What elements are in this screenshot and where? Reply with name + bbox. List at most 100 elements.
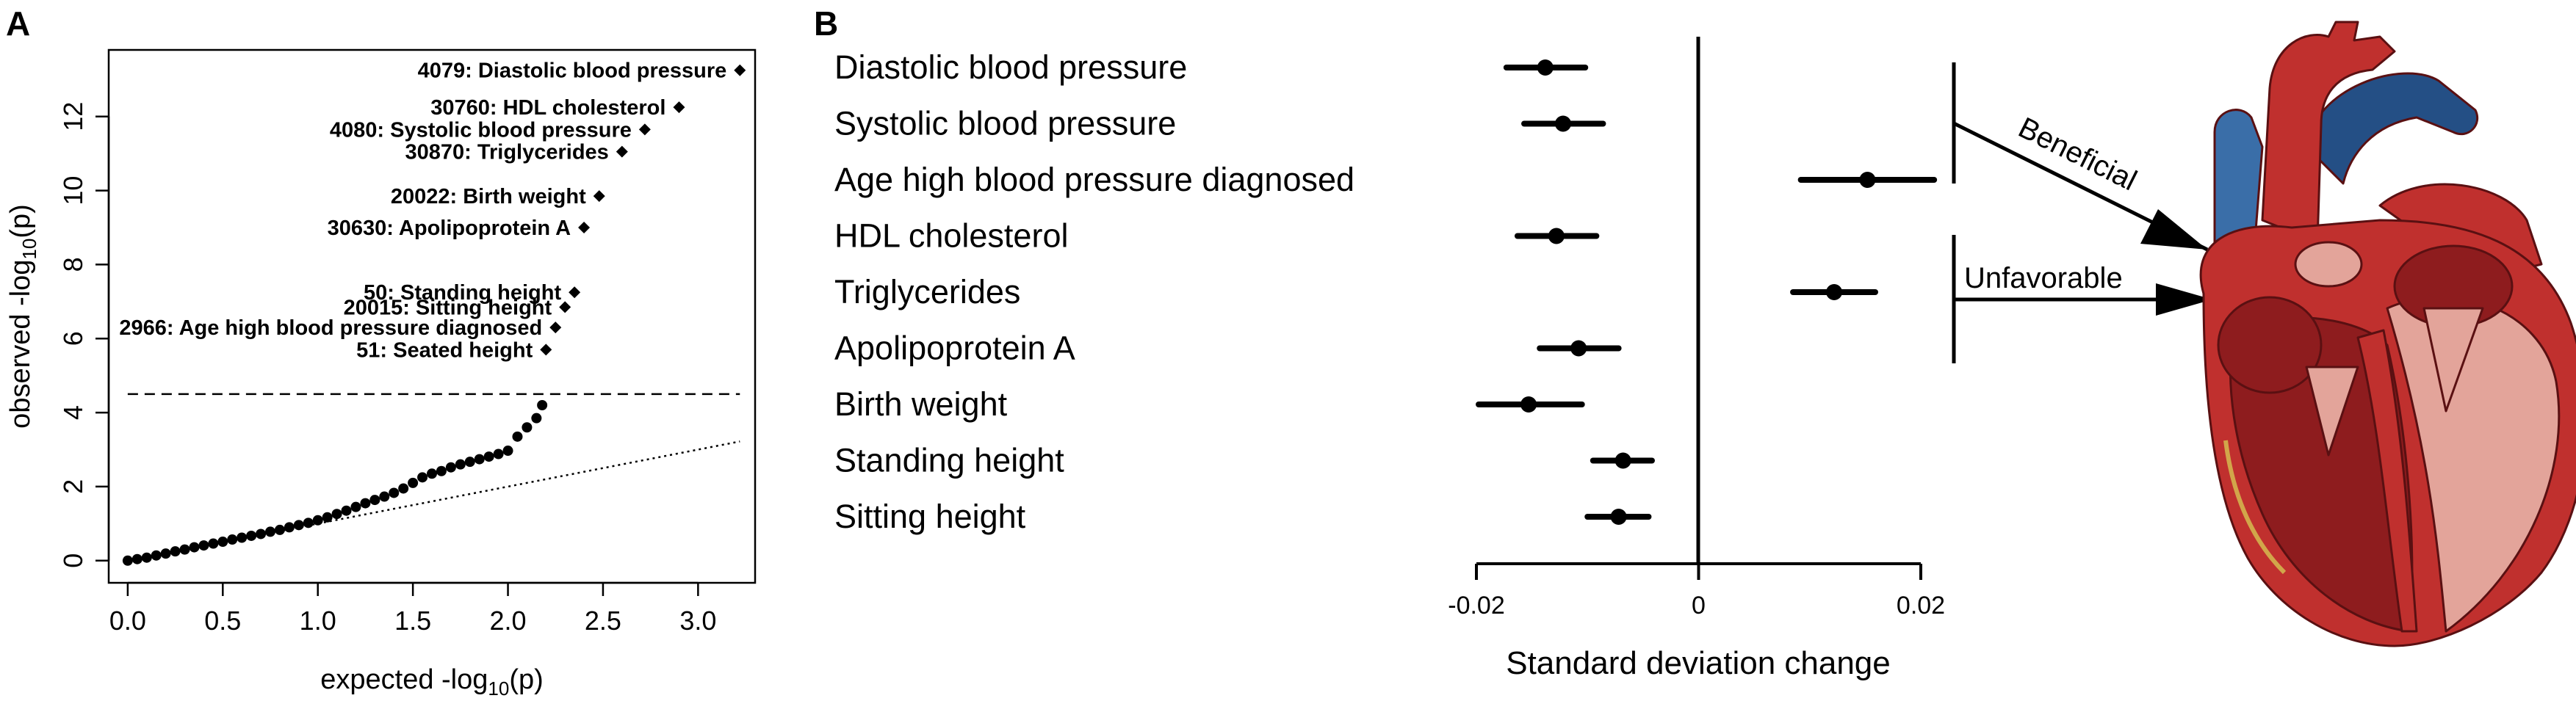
data-point — [350, 501, 361, 512]
pulmonary-artery — [2305, 72, 2479, 185]
point-estimate — [1554, 115, 1571, 132]
point-label: 30630: Apolipoprotein A — [328, 217, 571, 240]
beneficial-arrowhead — [2140, 209, 2207, 250]
data-point — [303, 517, 314, 528]
x-tick-label: 0 — [1692, 592, 1706, 620]
right-atrium — [2217, 296, 2323, 394]
data-point — [493, 448, 504, 459]
point-label: 30760: HDL cholesterol — [430, 96, 665, 120]
y-axis-label-prefix: observed -log — [5, 260, 36, 429]
estimates — [1476, 59, 1938, 525]
data-point — [483, 451, 494, 462]
data-point — [217, 537, 228, 548]
data-point — [331, 509, 342, 520]
data-point — [122, 555, 133, 566]
x-tick-label: 2.0 — [490, 606, 527, 636]
data-point — [265, 526, 275, 537]
data-point — [312, 515, 323, 526]
data-point — [445, 462, 456, 473]
trait-label: Triglycerides — [834, 273, 1020, 310]
trait-label: Age high blood pressure diagnosed — [834, 161, 1354, 198]
point-label: 4080: Systolic blood pressure — [330, 118, 632, 142]
x-axis: -0.02 0 0.02 — [1448, 562, 1945, 620]
x-axis-label-prefix: expected -log — [320, 664, 488, 695]
data-point — [417, 472, 428, 483]
trait-label: Apolipoprotein A — [834, 330, 1075, 367]
aortic-arch — [2261, 21, 2396, 244]
data-point — [512, 431, 523, 442]
data-point — [341, 505, 352, 516]
point-estimate — [1548, 228, 1565, 244]
labeled-point — [638, 123, 651, 136]
panel-a-letter: A — [6, 4, 30, 43]
heart-illustration — [2199, 21, 2576, 647]
trait-label: Systolic blood pressure — [834, 105, 1176, 142]
null-line — [127, 440, 740, 562]
x-axis-label-sub: 10 — [488, 678, 509, 700]
unfavorable-label: Unfavorable — [1964, 262, 2123, 294]
point-label: 50: Standing height — [364, 281, 561, 305]
y-tick-label: 4 — [58, 405, 88, 420]
aortic-valve — [2294, 241, 2363, 288]
labeled-point — [616, 145, 628, 158]
labeled-point — [559, 301, 571, 313]
data-point — [246, 530, 257, 541]
trait-label: HDL cholesterol — [834, 217, 1068, 255]
point-estimate — [1610, 509, 1627, 525]
data-point — [284, 522, 295, 533]
data-point — [208, 538, 219, 549]
data-point — [227, 534, 238, 545]
septum — [2356, 329, 2418, 633]
y-tick-label: 8 — [58, 257, 88, 272]
x-tick-label: 1.5 — [394, 606, 431, 636]
point-estimate — [1859, 172, 1876, 188]
point-estimate — [1614, 452, 1631, 469]
y-tick-label: 0 — [58, 553, 88, 568]
x-tick-label: 3.0 — [679, 606, 716, 636]
mitral-valve — [2422, 307, 2484, 413]
unfavorable-bracket — [1952, 235, 2160, 363]
labeled-point — [673, 101, 685, 114]
data-point — [379, 491, 390, 502]
y-axis-label-sub: 10 — [18, 239, 40, 260]
x-tick-label: 0.02 — [1897, 592, 1945, 620]
point-label: 4079: Diastolic blood pressure — [418, 59, 727, 83]
point-estimate — [1826, 284, 1843, 300]
data-point — [531, 413, 542, 424]
labeled-point — [549, 322, 562, 334]
tricuspid-valve — [2305, 366, 2359, 457]
data-point — [474, 454, 485, 465]
point-estimate — [1537, 59, 1554, 76]
data-point — [436, 465, 447, 476]
labeled-point — [540, 344, 552, 356]
trait-label: Sitting height — [834, 498, 1026, 535]
point-label: 51: Seated height — [356, 338, 533, 362]
data-point — [427, 468, 437, 479]
data-point — [170, 546, 181, 557]
data-point — [455, 459, 466, 470]
x-tick-label: -0.02 — [1448, 592, 1505, 620]
x-tick-label: 0.0 — [109, 606, 146, 636]
point-labels: 4079: Diastolic blood pressure 30760: HDL… — [119, 59, 726, 363]
y-axis-label: observed -log10(p) — [5, 204, 40, 429]
points — [122, 64, 746, 566]
data-point — [189, 542, 200, 553]
trait-label: Diastolic blood pressure — [834, 48, 1187, 86]
data-point — [537, 400, 548, 410]
y-tick-label: 2 — [58, 479, 88, 494]
x-tick-label: 1.0 — [300, 606, 336, 636]
data-point — [151, 550, 162, 561]
data-point — [131, 553, 142, 564]
labeled-point — [593, 190, 605, 203]
data-point — [522, 422, 533, 433]
x-axis-label: Standard deviation change — [1506, 645, 1891, 681]
point-label: 20022: Birth weight — [391, 185, 586, 208]
point-estimate — [1570, 340, 1587, 357]
labeled-point — [734, 64, 746, 76]
labeled-point — [569, 286, 581, 299]
